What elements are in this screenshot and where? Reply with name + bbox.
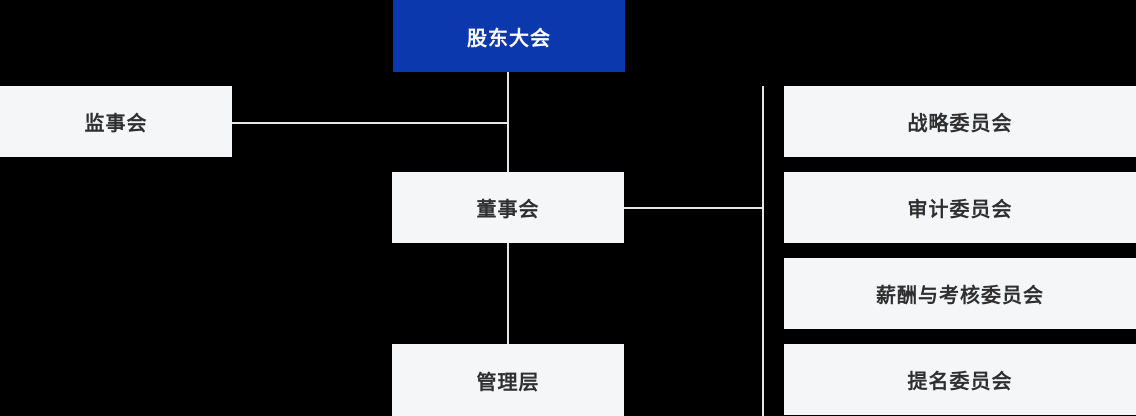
node-board-of-directors-label: 董事会 — [476, 199, 540, 221]
connector-board-committees — [624, 207, 762, 209]
node-board-of-directors: 董事会 — [392, 172, 624, 243]
node-audit-committee-label: 审计委员会 — [907, 199, 1013, 221]
node-strategy-committee: 战略委员会 — [784, 86, 1136, 157]
connector-committee-rail — [762, 86, 764, 416]
node-remuneration-assessment-committee-label: 薪酬与考核委员会 — [876, 285, 1044, 307]
connector-board-management — [507, 243, 509, 344]
node-remuneration-assessment-committee: 薪酬与考核委员会 — [784, 258, 1136, 329]
node-management: 管理层 — [392, 344, 624, 416]
node-shareholders-meeting: 股东大会 — [393, 0, 625, 72]
node-management-label: 管理层 — [476, 371, 540, 394]
node-nomination-committee: 提名委员会 — [784, 344, 1136, 415]
node-nomination-committee-label: 提名委员会 — [907, 371, 1013, 393]
node-shareholders-meeting-label: 股东大会 — [467, 27, 551, 50]
node-supervisory-board: 监事会 — [0, 86, 232, 157]
node-audit-committee: 审计委员会 — [784, 172, 1136, 243]
node-strategy-committee-label: 战略委员会 — [907, 113, 1013, 135]
node-supervisory-board-label: 监事会 — [84, 113, 148, 135]
connector-supervisory-trunk — [232, 122, 509, 124]
